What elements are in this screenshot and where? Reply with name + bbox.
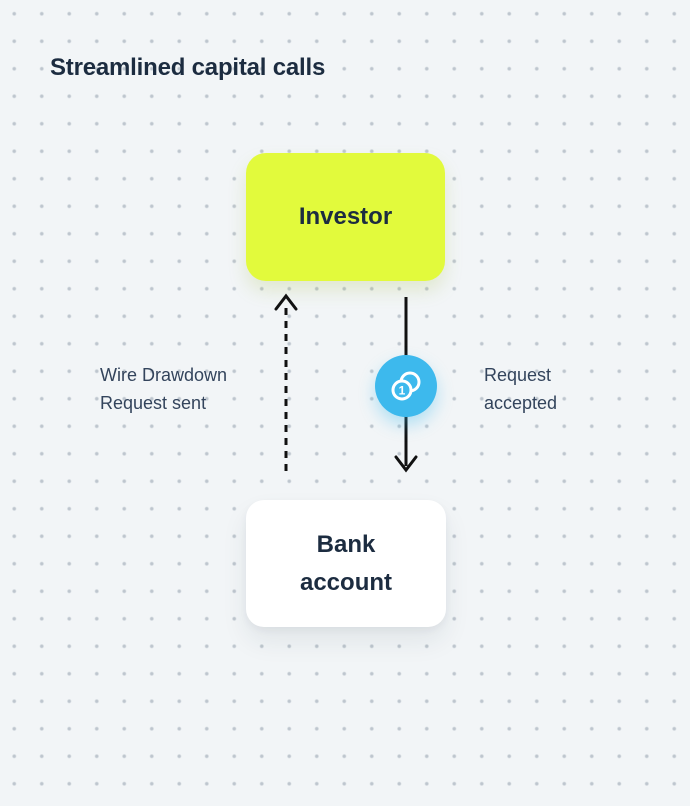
coin-number: 1 [399, 384, 406, 398]
dashed-arrow-up-icon [274, 293, 298, 474]
node-investor: Investor [246, 153, 445, 281]
node-investor-label: Investor [298, 203, 393, 230]
node-bank-account: Bank account [246, 500, 446, 627]
coin-badge: 1 [375, 355, 437, 417]
node-bank-account-label: Bank account [299, 530, 392, 596]
edge-label-wire-drawdown: Wire Drawdown Request sent [100, 365, 228, 413]
page-title: Streamlined capital calls [50, 54, 326, 81]
coin-icon: 1 [391, 371, 421, 401]
edge-label-request-accepted: Request accepted [484, 365, 558, 413]
